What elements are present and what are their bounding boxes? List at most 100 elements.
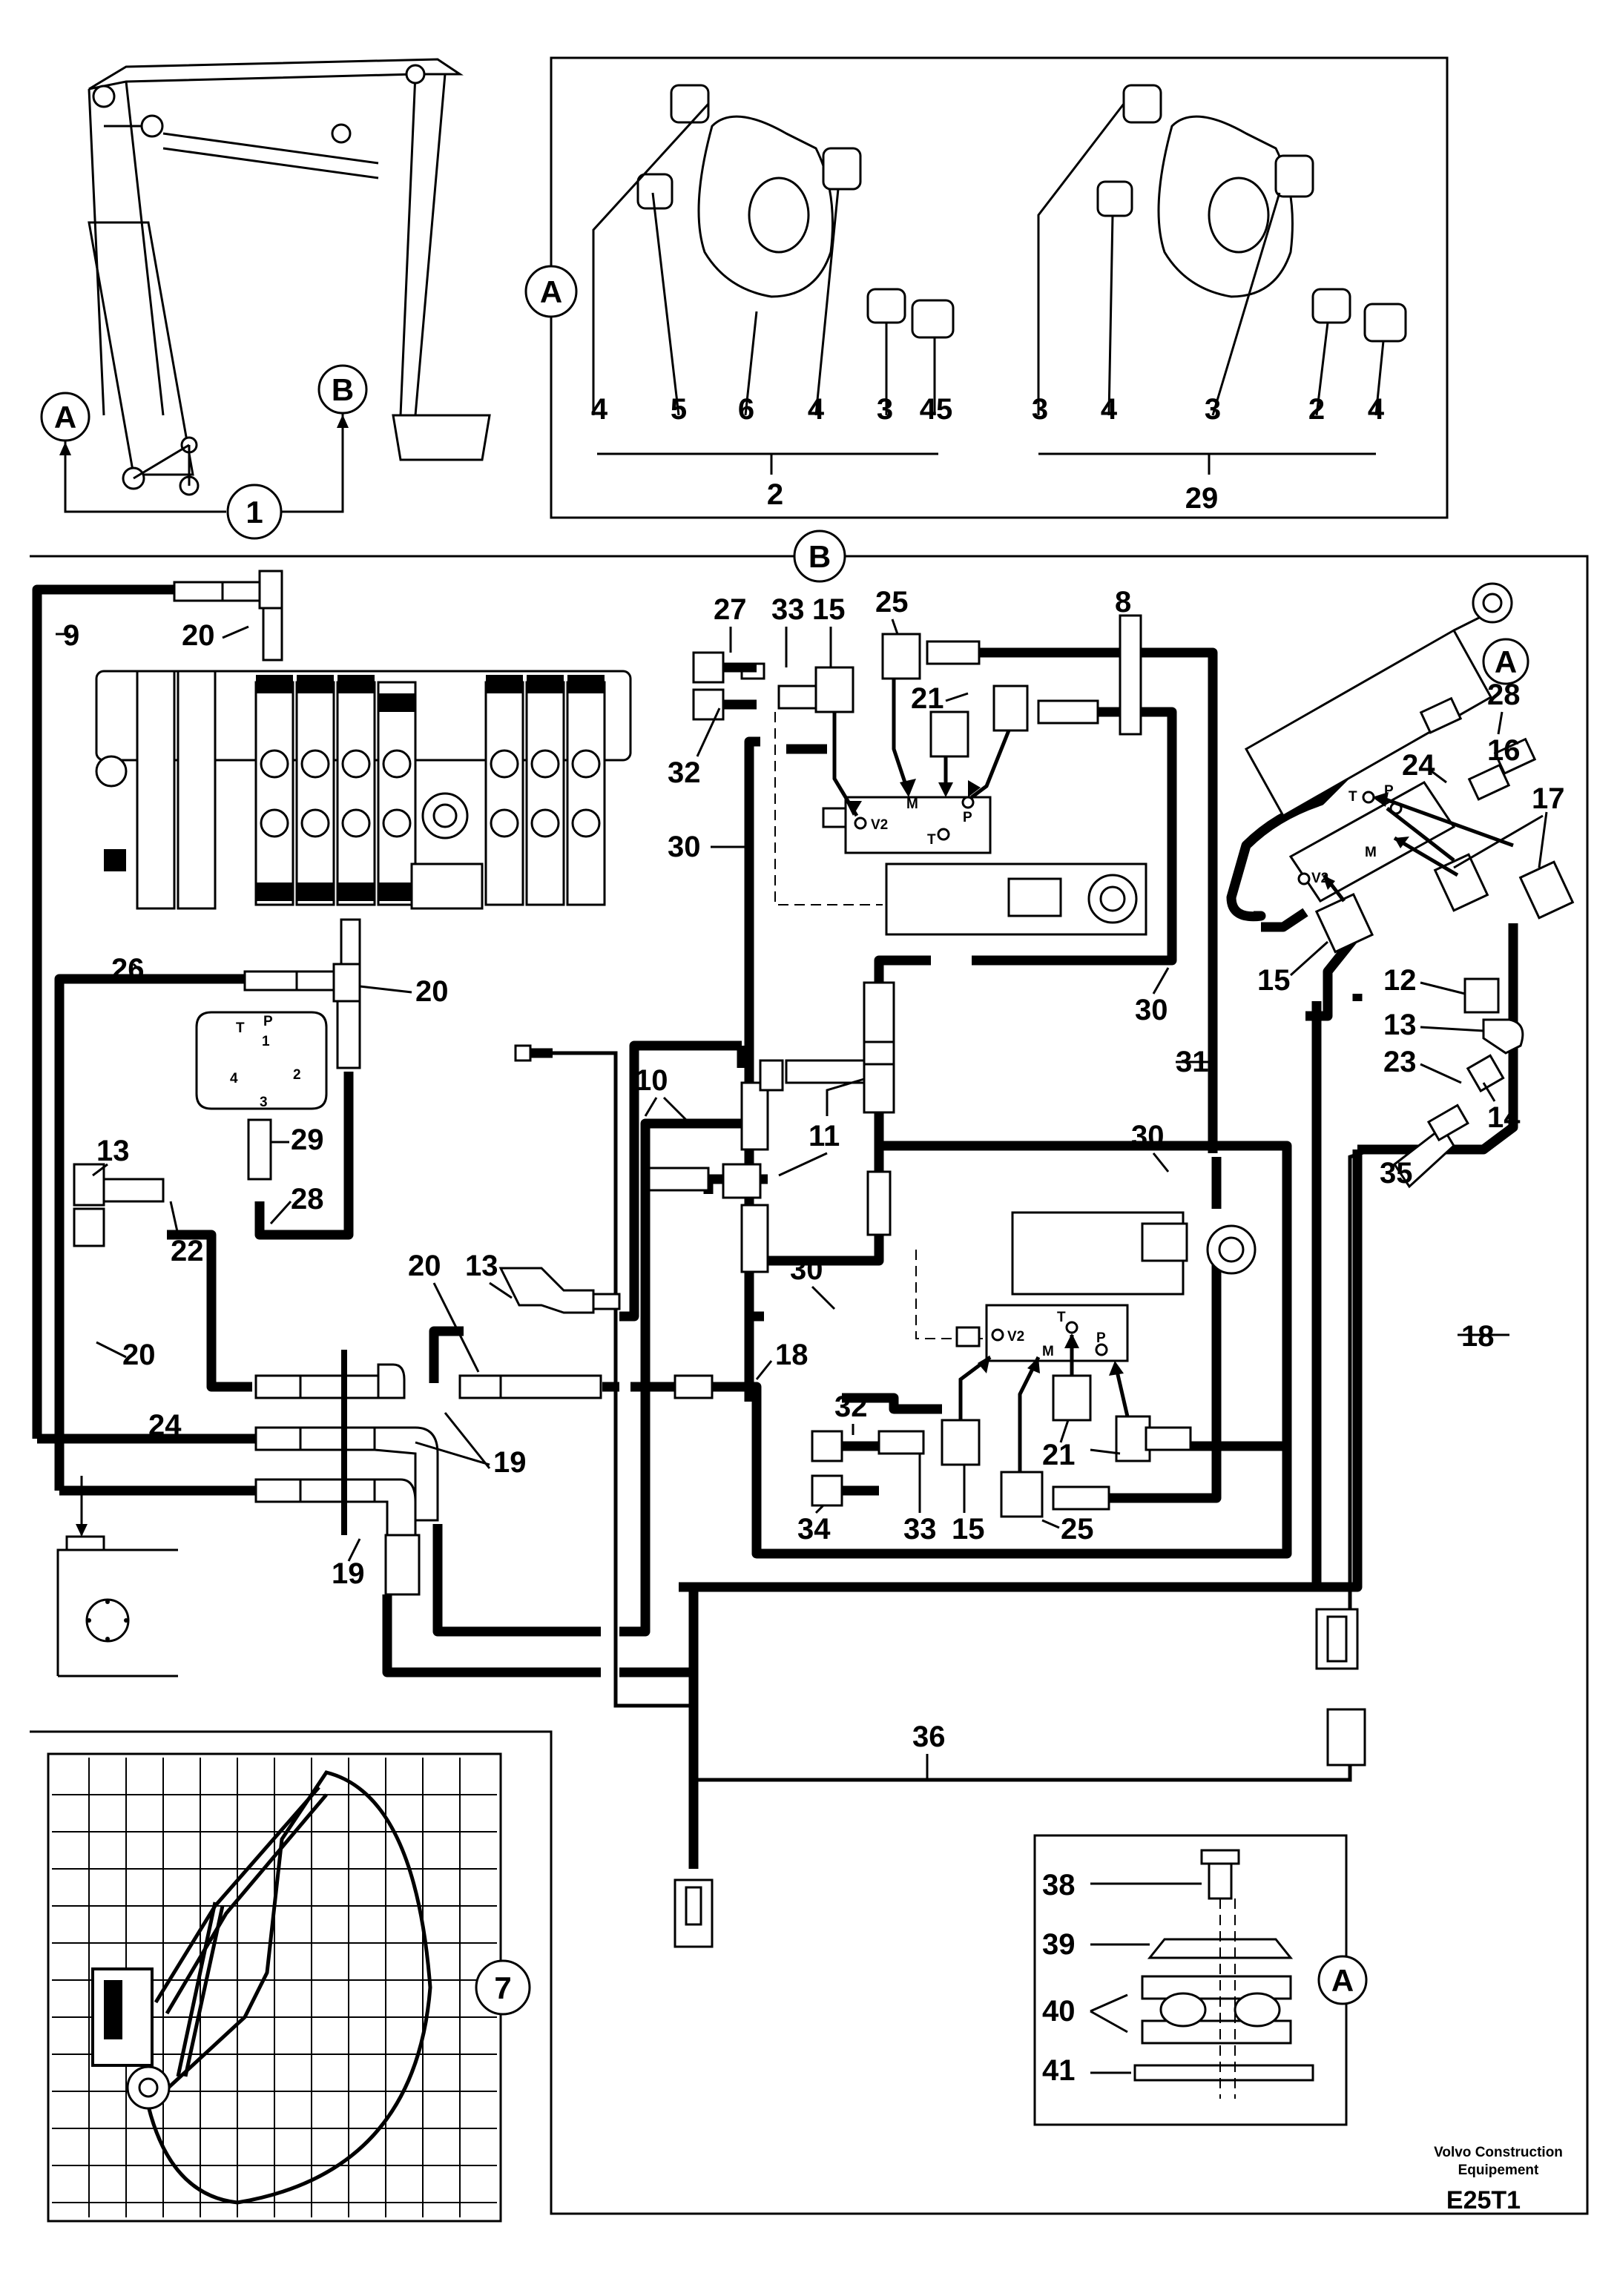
svg-text:3: 3 xyxy=(877,393,893,426)
svg-text:5: 5 xyxy=(671,393,687,426)
callout-b-text: B xyxy=(332,372,354,407)
detail-a-frame xyxy=(550,56,1449,519)
svg-text:14: 14 xyxy=(1487,1101,1521,1134)
cylinder-assembly: V2 M T P xyxy=(1244,582,1575,954)
cylinder-fittings xyxy=(1392,977,1524,1189)
electric-cable xyxy=(514,1044,1373,1869)
svg-text:28: 28 xyxy=(291,1183,324,1215)
svg-text:V2: V2 xyxy=(1311,871,1328,886)
svg-text:30: 30 xyxy=(1131,1120,1165,1152)
svg-text:4: 4 xyxy=(1101,393,1118,426)
svg-text:13: 13 xyxy=(465,1250,498,1282)
svg-text:M: M xyxy=(1365,845,1377,860)
drawing-code: E25T1 xyxy=(1446,2186,1521,2214)
detail-a-left-labels: 4 5 6 4 3 45 2 xyxy=(591,393,952,511)
bracket-left-assembly xyxy=(592,84,955,475)
svg-text:15: 15 xyxy=(952,1513,985,1545)
svg-text:20: 20 xyxy=(408,1250,441,1282)
svg-text:18: 18 xyxy=(775,1339,808,1371)
cylinder-callout-text: A xyxy=(1495,644,1517,679)
svg-text:T: T xyxy=(927,832,936,848)
svg-text:2: 2 xyxy=(767,478,783,511)
svg-text:2: 2 xyxy=(293,1067,301,1083)
svg-text:34: 34 xyxy=(797,1513,831,1545)
svg-text:18: 18 xyxy=(1461,1320,1495,1353)
svg-text:15: 15 xyxy=(1257,964,1291,997)
callout-1-text: 1 xyxy=(246,495,263,530)
svg-text:39: 39 xyxy=(1042,1928,1076,1961)
svg-text:32: 32 xyxy=(834,1391,868,1423)
left-fittings xyxy=(73,570,895,1596)
svg-text:2: 2 xyxy=(1308,393,1325,426)
pump: T P 1 2 3 4 xyxy=(195,1011,328,1110)
svg-text:19: 19 xyxy=(332,1557,365,1590)
svg-text:3: 3 xyxy=(1032,393,1048,426)
clamp-labels: 38 39 40 41 xyxy=(1042,1869,1202,2087)
svg-text:20: 20 xyxy=(415,975,449,1008)
svg-text:40: 40 xyxy=(1042,1995,1076,2028)
svg-text:20: 20 xyxy=(122,1339,156,1371)
svg-text:8: 8 xyxy=(1115,586,1131,618)
upper-valve-block: V2 M T P xyxy=(844,614,1147,936)
svg-text:3: 3 xyxy=(260,1095,268,1110)
clamp-parts xyxy=(1133,1849,1314,2099)
svg-text:30: 30 xyxy=(668,831,701,863)
svg-text:V2: V2 xyxy=(871,817,888,833)
svg-text:17: 17 xyxy=(1532,782,1565,815)
part-labels: 9 20 27 33 15 25 8 32 21 30 26 20 30 31 … xyxy=(56,586,1565,1780)
svg-text:27: 27 xyxy=(714,593,747,626)
svg-text:M: M xyxy=(906,796,918,812)
callout-a-text: A xyxy=(54,400,76,435)
svg-text:36: 36 xyxy=(912,1721,946,1753)
lower-fittings xyxy=(811,1326,1192,1518)
credit-line-1: Volvo Construction xyxy=(1434,2145,1563,2160)
svg-text:4: 4 xyxy=(591,393,608,426)
svg-text:10: 10 xyxy=(635,1064,668,1097)
clamp-callout: A xyxy=(1317,1955,1368,2005)
electric-connectors xyxy=(674,1608,1366,1948)
view-7-callout: 7 xyxy=(475,1959,531,2016)
svg-text:15: 15 xyxy=(812,593,846,626)
detail-a-right-labels: 3 4 3 2 4 29 xyxy=(1032,393,1385,515)
svg-text:45: 45 xyxy=(920,393,953,426)
control-valve-block xyxy=(95,670,632,910)
svg-text:13: 13 xyxy=(96,1135,130,1167)
svg-text:33: 33 xyxy=(771,593,805,626)
svg-text:9: 9 xyxy=(63,619,79,652)
callout-view-a: A xyxy=(40,392,226,513)
svg-text:3: 3 xyxy=(1205,393,1221,426)
cylinder-callout: A xyxy=(1482,638,1529,685)
svg-text:22: 22 xyxy=(171,1235,204,1267)
svg-text:21: 21 xyxy=(1042,1439,1076,1471)
svg-text:29: 29 xyxy=(291,1124,324,1156)
svg-text:4: 4 xyxy=(808,393,825,426)
svg-text:24: 24 xyxy=(148,1409,182,1442)
svg-text:T: T xyxy=(1348,789,1357,805)
svg-text:P: P xyxy=(963,810,972,825)
svg-text:21: 21 xyxy=(911,682,944,715)
svg-text:30: 30 xyxy=(790,1253,823,1286)
svg-text:4: 4 xyxy=(1368,393,1385,426)
svg-text:11: 11 xyxy=(808,1120,840,1152)
svg-text:38: 38 xyxy=(1042,1869,1076,1901)
clamp-callout-text: A xyxy=(1331,1963,1354,1998)
lower-valve-block: V2 M T P xyxy=(985,1211,1257,1362)
view-7-excavator xyxy=(91,1786,328,2110)
svg-text:4: 4 xyxy=(230,1071,238,1086)
boom-arm-view xyxy=(88,58,491,496)
frame-b-callout-text: B xyxy=(808,539,831,574)
svg-text:P: P xyxy=(263,1014,273,1029)
svg-text:29: 29 xyxy=(1185,482,1219,515)
svg-text:33: 33 xyxy=(903,1513,937,1545)
callout-view-1: 1 xyxy=(226,484,283,540)
svg-text:P: P xyxy=(1096,1330,1106,1346)
svg-text:35: 35 xyxy=(1380,1157,1413,1190)
view-7-callout-text: 7 xyxy=(494,1970,511,2005)
upper-fittings xyxy=(692,633,1099,828)
svg-text:28: 28 xyxy=(1487,679,1521,711)
svg-text:13: 13 xyxy=(1383,1009,1417,1041)
callout-view-b: B xyxy=(278,364,368,513)
svg-text:25: 25 xyxy=(1061,1513,1094,1545)
frame-b-border xyxy=(30,555,1589,2215)
